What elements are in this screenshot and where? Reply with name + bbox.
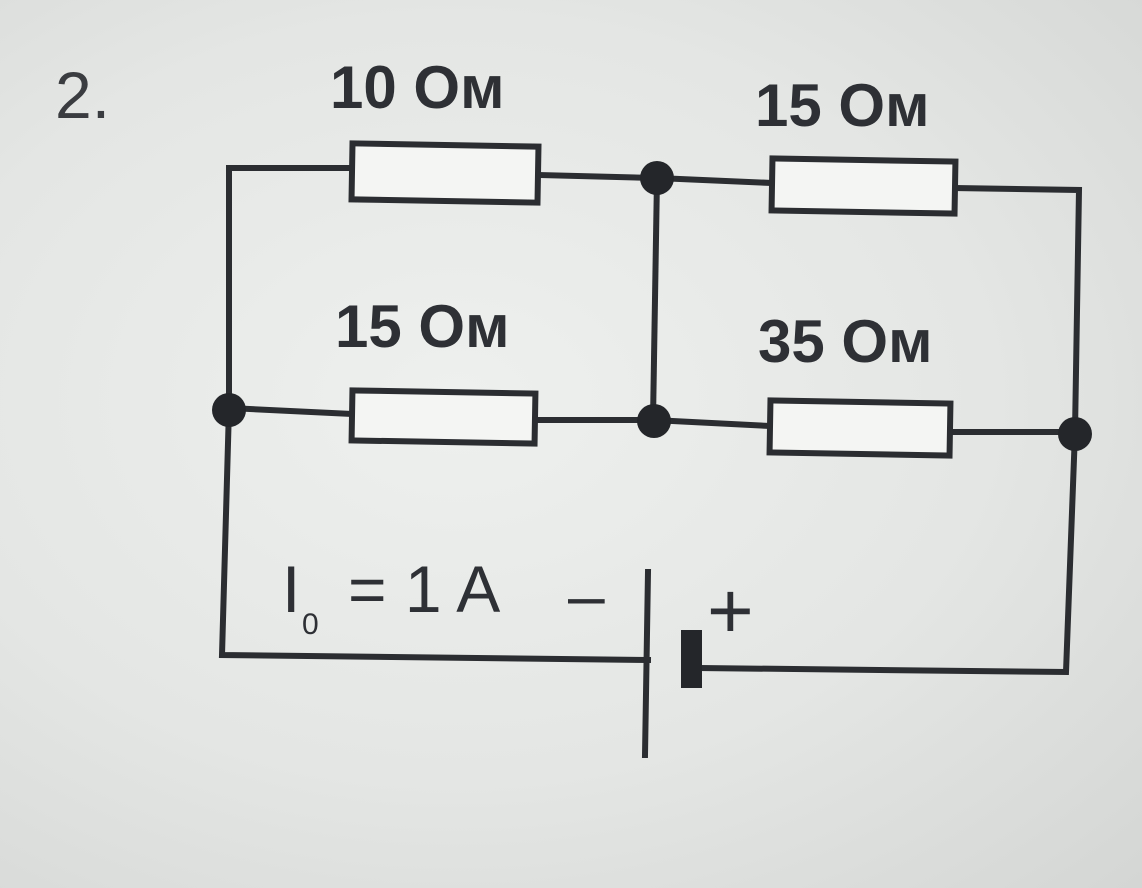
wire-left-top	[226, 165, 355, 411]
label-resistor-top-right: 15 Ом	[755, 72, 929, 139]
circuit-wires	[218, 165, 1083, 676]
label-resistor-top-left: 10 Ом	[330, 54, 504, 121]
label-resistor-middle-left: 15 Ом	[335, 293, 509, 360]
resistor-middle-left	[348, 387, 539, 447]
wire-top-mid-right	[653, 174, 776, 187]
resistor-middle-right	[766, 397, 954, 459]
wire-top-mid-left	[534, 171, 661, 182]
resistor-top-right	[768, 155, 959, 217]
problem-number: 2.	[55, 58, 110, 132]
junction-node-right	[1058, 417, 1092, 451]
junction-node-middle	[637, 404, 671, 438]
battery-symbol	[641, 568, 702, 759]
battery-long-plate	[641, 568, 652, 759]
current-value: = 1 A	[348, 552, 500, 626]
junction-node-left	[212, 393, 246, 427]
resistor-top-left	[348, 140, 542, 206]
wire-bottom-left	[218, 404, 652, 664]
wire-right-top	[951, 184, 1083, 436]
negative-terminal-sign: –	[568, 558, 605, 632]
wire-mid-left	[225, 404, 356, 418]
positive-terminal-sign: +	[707, 566, 754, 655]
current-symbol: I	[282, 552, 300, 626]
battery-short-plate	[681, 630, 702, 688]
wire-bottom-right	[696, 428, 1079, 676]
junction-node-top	[640, 161, 674, 195]
label-resistor-middle-right: 35 Ом	[758, 308, 932, 375]
wire-mid-center-right	[649, 416, 774, 430]
wire-middle-vertical	[649, 174, 661, 424]
current-subscript: 0	[302, 608, 319, 641]
